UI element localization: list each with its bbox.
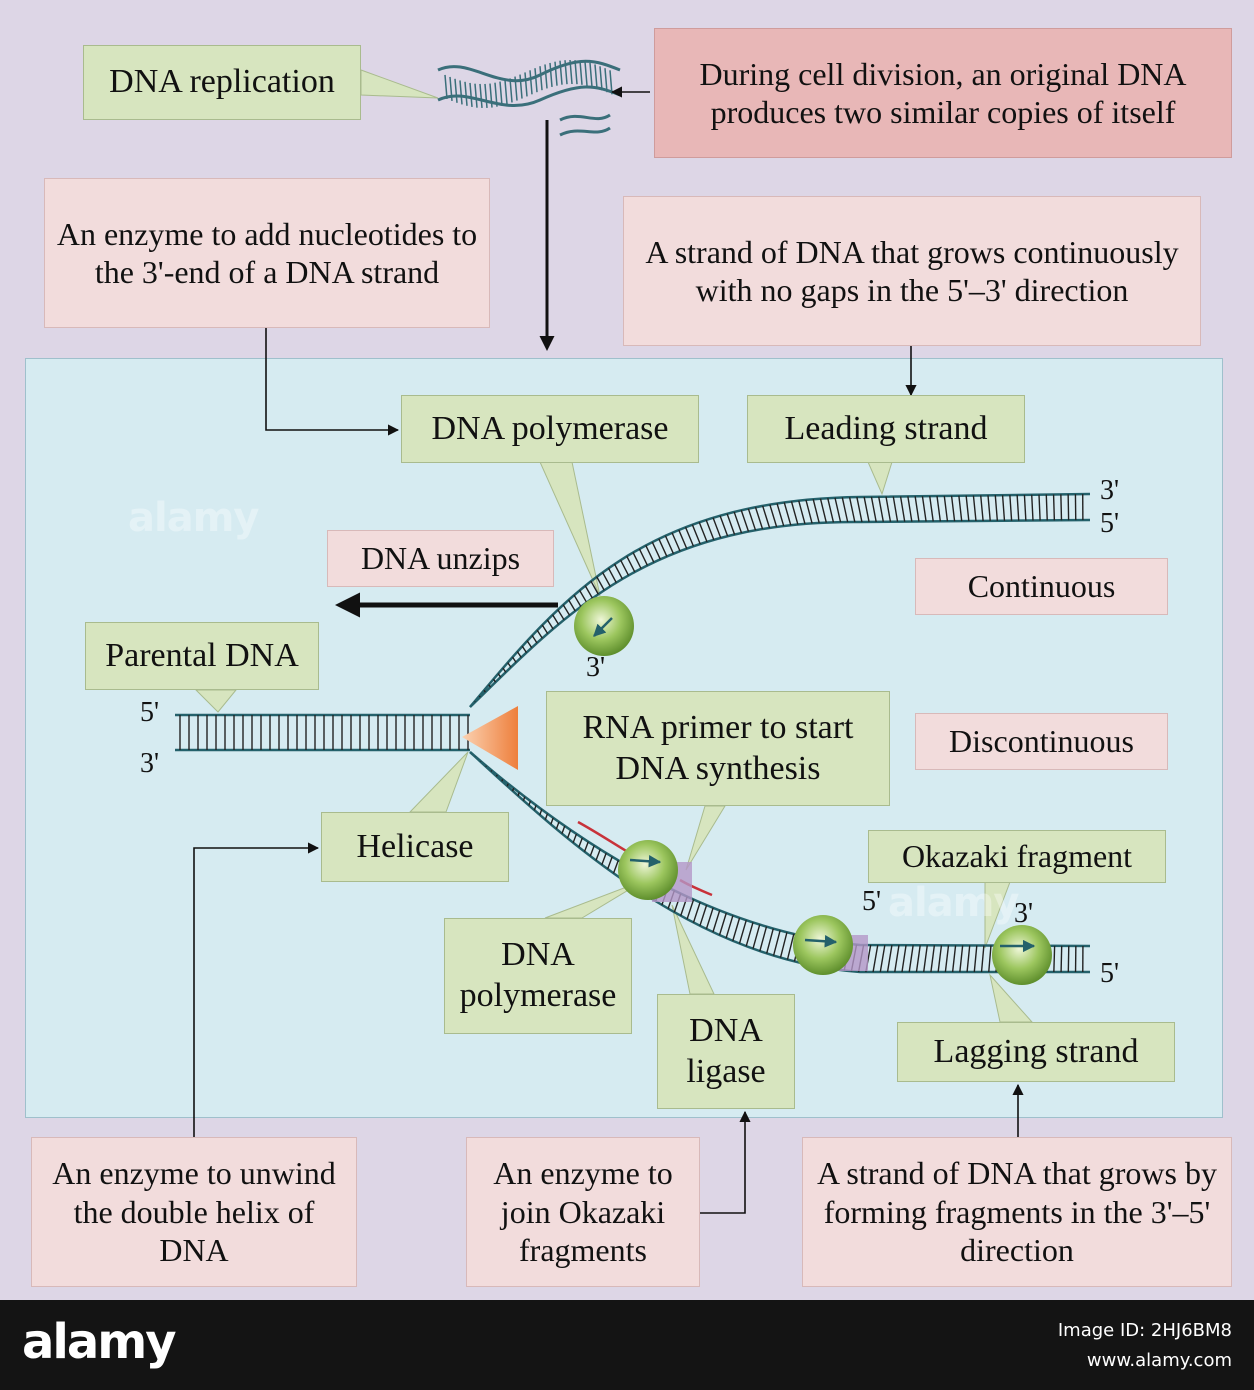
top-right-5-prime: 5' — [1100, 508, 1120, 539]
okazaki-fragment-label: Okazaki fragment — [868, 830, 1166, 883]
polymerase-lagging-enzyme-2 — [793, 915, 853, 975]
continuous-label: Continuous — [915, 558, 1168, 615]
site-url: www.alamy.com — [1086, 1350, 1232, 1371]
rna-primer-pointer — [685, 805, 726, 871]
helicase-label: Helicase — [321, 812, 509, 882]
dna-polymerase-top-label: DNA polymerase — [401, 395, 699, 463]
polymerase-def-arrow — [265, 328, 400, 436]
parent-5-prime: 5' — [140, 697, 160, 728]
base-pairs — [179, 494, 1084, 973]
parent-3-prime: 3' — [140, 748, 160, 779]
parental-dna-label: Parental DNA — [85, 622, 319, 690]
alamy-logo: alamy — [22, 1314, 177, 1370]
ligase-definition: An enzyme to join Okazaki fragments — [466, 1137, 700, 1287]
discontinuous-label: Discontinuous — [915, 713, 1168, 770]
polymerase-definition: An enzyme to add nucleotides to the 3'-e… — [44, 178, 490, 328]
watermark-2: alamy — [888, 880, 1019, 926]
parental-dna-pointer — [194, 689, 238, 713]
replication-diagram — [175, 59, 1091, 1214]
ligase-def-arrow — [700, 1110, 751, 1214]
polymerase-lagging-enzyme-3 — [992, 925, 1052, 985]
helicase-definition: An enzyme to unwind the double helix of … — [31, 1137, 357, 1287]
polymerase-lagging-enzyme-1 — [618, 840, 678, 900]
leading-strand-definition: A strand of DNA that grows continuously … — [623, 196, 1201, 346]
ligase-pointer — [671, 904, 715, 995]
helicase-pointer — [408, 751, 469, 813]
dna-helix-icon — [437, 59, 621, 137]
fork-3-prime: 3' — [586, 652, 606, 683]
lagging-strand-definition: A strand of DNA that grows by forming fr… — [802, 1137, 1232, 1287]
dna-unzips-label: DNA unzips — [327, 530, 554, 587]
replication-description: During cell division, an original DNA pr… — [654, 28, 1232, 158]
dna-polymerase-bottom-label: DNA polymerase — [444, 918, 632, 1034]
leading-direction-arrow — [593, 617, 613, 637]
lagging-direction-arrow-2 — [804, 935, 838, 948]
lagging-direction-arrow-1 — [629, 855, 662, 868]
dna-replication-label: DNA replication — [83, 45, 361, 120]
watermark-bar: alamy Image ID: 2HJ6BM8 www.alamy.com — [0, 1300, 1254, 1390]
watermark-1: alamy — [128, 495, 259, 541]
helicase-enzyme — [462, 706, 518, 770]
image-id: Image ID: 2HJ6BM8 — [1057, 1320, 1232, 1341]
lagging-5-prime: 5' — [862, 886, 882, 917]
top-right-3-prime: 3' — [1100, 475, 1120, 506]
lagging-strand-label: Lagging strand — [897, 1022, 1175, 1082]
okazaki-3-prime: 3' — [1014, 898, 1034, 929]
replication-label-pointer — [360, 69, 439, 99]
dna-ligase-label: DNA ligase — [657, 994, 795, 1109]
leading-strand-label: Leading strand — [747, 395, 1025, 463]
bottom-right-5-prime: 5' — [1100, 958, 1120, 989]
leading-strand-pointer — [867, 461, 893, 496]
rna-primer-label: RNA primer to start DNA synthesis — [546, 691, 890, 806]
helicase-def-arrow — [193, 842, 320, 1137]
